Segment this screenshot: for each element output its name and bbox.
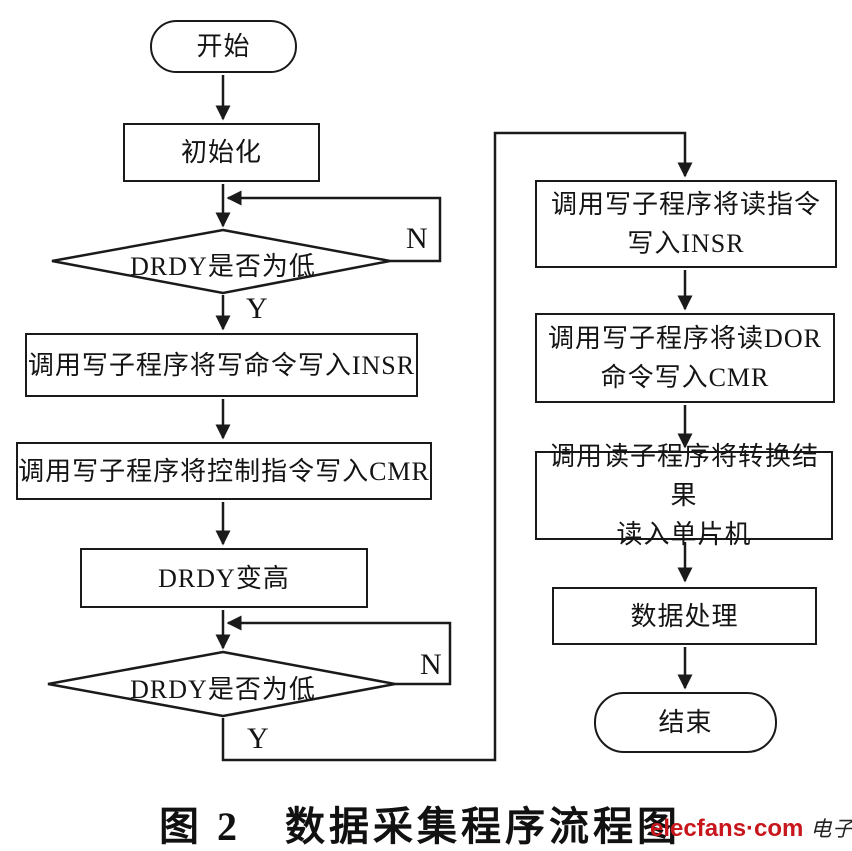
decision1-no-label: N [406,222,428,255]
decision1-yes-label: Y [246,292,268,325]
loop-decision2-no [226,615,452,686]
read-result-line2: 读入单片机 [616,520,752,549]
decision1-shape [51,228,391,295]
write-cmr-node: 调用写子程序将控制指令写入CMR [16,442,432,500]
decision2-shape [47,650,396,718]
write-insr-node: 调用写子程序将写命令写入INSR [25,333,418,397]
data-process-node: 数据处理 [552,587,817,645]
start-node: 开始 [150,20,297,73]
read-insr-line1: 调用写子程序将读指令 [550,190,821,219]
decision1-label: DRDY是否为低 [130,252,316,281]
read-dor-node: 调用写子程序将读DOR 命令写入CMR [535,313,835,403]
decision2-yes-label: Y [247,722,269,755]
figure-caption: 图 2 数据采集程序流程图 [159,804,681,849]
write-insr-label: 调用写子程序将写命令写入INSR [27,350,416,380]
watermark: elecfans·com 电子发烧友 [650,813,852,843]
read-result-node: 调用读子程序将转换结果 读入单片机 [535,442,833,549]
start-label: 开始 [196,32,251,61]
end-node: 结束 [594,692,777,753]
write-cmr-label: 调用写子程序将控制指令写入CMR [18,456,430,486]
decision2-label: DRDY是否为低 [130,675,316,704]
read-dor-line2: 命令写入CMR [600,363,770,392]
init-label: 初始化 [180,138,262,167]
read-result-line1: 调用读子程序将转换结果 [548,442,819,510]
decision2-no-label: N [420,648,442,681]
read-dor-line1: 调用写子程序将读DOR [548,324,822,353]
drdy-high-label: DRDY变高 [158,563,290,593]
watermark-suffix: 电子发烧友 [810,817,852,841]
end-label: 结束 [658,708,713,737]
loop-decision1-no [226,190,442,263]
init-node: 初始化 [123,123,320,182]
read-insr-node: 调用写子程序将读指令 写入INSR [535,180,837,268]
drdy-high-node: DRDY变高 [80,548,368,608]
connector-decision2-yes-to-readinsr [221,131,693,762]
data-process-label: 数据处理 [630,601,739,631]
read-insr-line2: 写入INSR [627,229,745,258]
watermark-brand-logo: elecfans·com [650,815,804,842]
